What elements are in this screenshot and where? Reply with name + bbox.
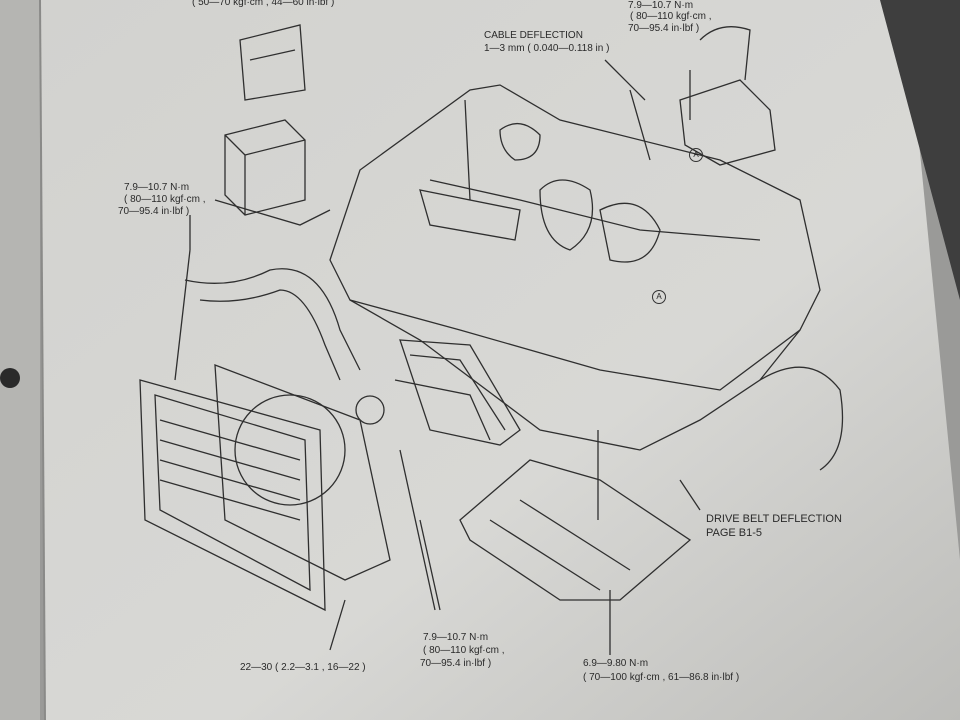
intake-hose xyxy=(184,268,361,381)
background-dark xyxy=(880,0,960,300)
fan-bolt-torque-kgf: ( 80—110 kgf·cm , xyxy=(423,645,505,656)
air-cleaner-torque-kgf: ( 80—110 kgf·cm , xyxy=(630,11,712,22)
hose-bolt-torque-inlbf: 70—95.4 in·lbf ) xyxy=(118,206,190,217)
hose-bolt-torque-nm: 7.9—10.7 N·m xyxy=(124,182,190,193)
fan-bolt-torque-inlbf: 70—95.4 in·lbf ) xyxy=(420,658,492,669)
reference-mark-a: A xyxy=(652,290,666,304)
radiator-bolt-torque: 22—30 ( 2.2—3.1 , 16—22 ) xyxy=(240,662,366,673)
cooling-fan xyxy=(234,394,346,506)
cable-deflection-value: 1—3 mm ( 0.040—0.118 in ) xyxy=(484,43,610,54)
battery-bracket-torque-label: ( 50—70 kgf·cm , 44—60 in·lbf ) xyxy=(192,0,335,8)
air-cleaner-torque-nm: 7.9—10.7 N·m xyxy=(628,0,694,11)
battery xyxy=(224,119,306,216)
radiator xyxy=(139,379,326,612)
drive-belt-deflection-title: DRIVE BELT DEFLECTION xyxy=(706,513,842,525)
car-body xyxy=(329,84,821,451)
drive-belt-deflection-page: PAGE B1-5 xyxy=(706,527,763,539)
undercover-torque-nm: 6.9—9.80 N·m xyxy=(583,658,649,669)
air-cleaner-torque-inlbf: 70—95.4 in·lbf ) xyxy=(628,23,700,34)
air-cleaner xyxy=(679,26,776,166)
binder-ring-icon xyxy=(0,368,20,388)
drive-belt xyxy=(394,339,521,446)
fan-bolt-torque-nm: 7.9—10.7 N·m xyxy=(423,632,489,643)
undercover-torque-kgf: ( 70—100 kgf·cm , 61—86.8 in·lbf ) xyxy=(583,672,740,683)
battery-bracket xyxy=(239,24,306,101)
page-sheet xyxy=(40,0,960,720)
fan-shroud xyxy=(214,364,391,581)
front-wheel xyxy=(759,366,844,471)
hose-bolt-torque-kgf: ( 80—110 kgf·cm , xyxy=(124,194,206,205)
engine-undercover xyxy=(459,459,692,601)
cable-deflection-title: CABLE DEFLECTION xyxy=(484,30,583,41)
reference-mark-a: A xyxy=(689,148,703,162)
